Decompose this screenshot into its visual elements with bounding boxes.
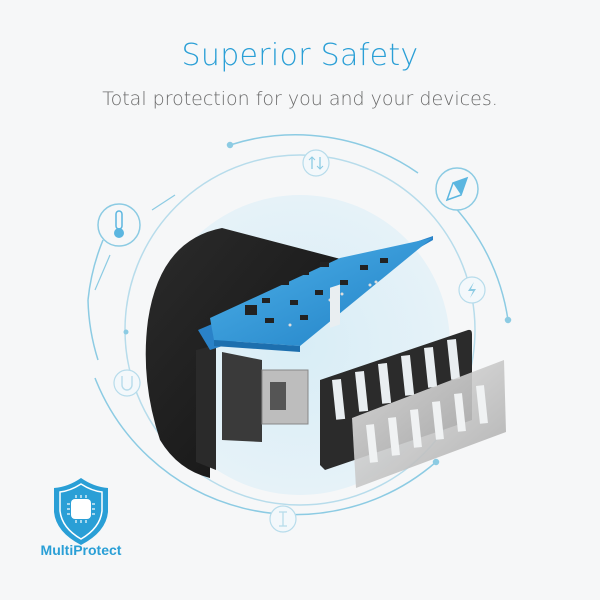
multiprotect-label: MultiProtect [40, 542, 122, 558]
page-title: Superior Safety [181, 38, 419, 73]
current-flow-icon [302, 149, 330, 177]
compass-icon [435, 167, 479, 211]
voltage-i-icon [269, 505, 297, 533]
circuit-board [198, 236, 433, 352]
outer-ring [87, 134, 512, 516]
page-subtitle: Total protection for you and your device… [102, 88, 498, 110]
magnet-u-icon [113, 369, 141, 397]
shield-chip-icon [54, 478, 108, 545]
heat-shield-metal [352, 360, 506, 488]
lightning-icon [458, 276, 486, 304]
thermometer-icon [97, 203, 141, 247]
